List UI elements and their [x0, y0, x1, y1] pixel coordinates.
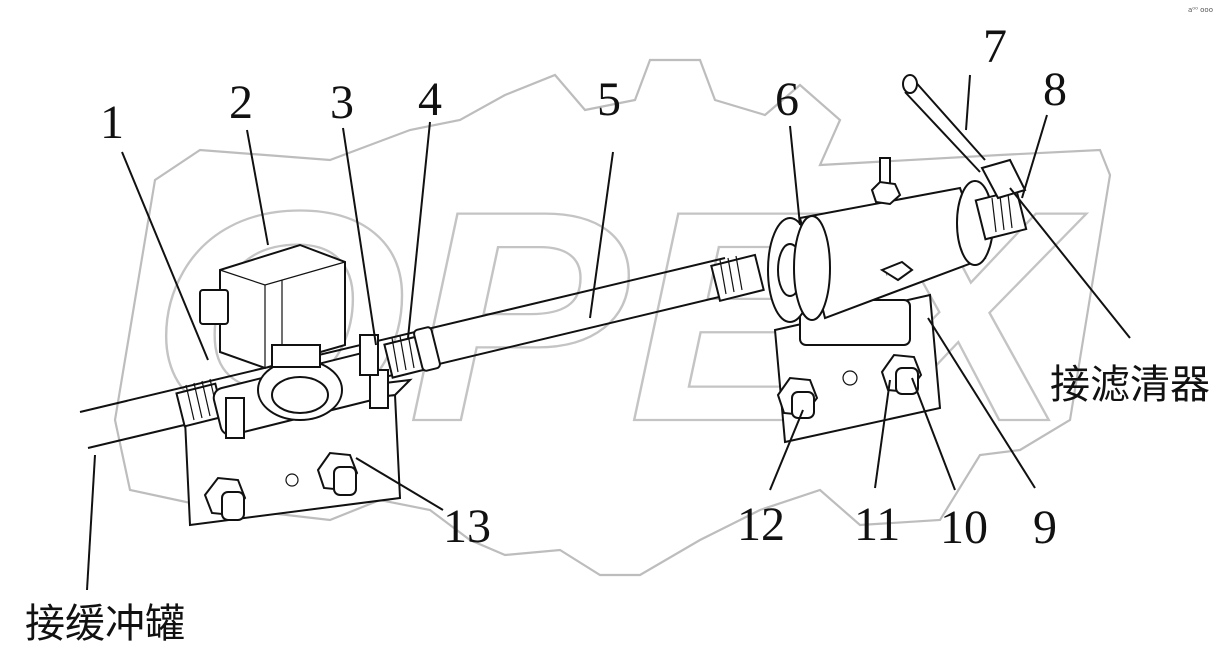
left-bracket-nut-b — [316, 451, 359, 496]
callouts: 1 2 3 4 5 6 7 8 9 10 11 12 13 — [100, 20, 1067, 554]
corner-mark: a⁰⁰ ooo — [1188, 6, 1213, 14]
callout-9: 9 — [1033, 501, 1057, 554]
callout-5: 5 — [597, 73, 621, 126]
callout-8: 8 — [1043, 63, 1067, 116]
annotation-to-filter: 接滤清器 — [1050, 362, 1210, 408]
callout-12: 12 — [737, 498, 785, 551]
annotation-to-buffer-tank: 接缓冲罐 — [25, 601, 185, 647]
callout-7: 7 — [983, 20, 1007, 73]
callout-1: 1 — [100, 96, 124, 149]
callout-2: 2 — [229, 76, 253, 129]
solenoid-valve-assembly — [175, 243, 441, 527]
left-bracket-nut-a — [203, 476, 247, 521]
watermark-gear-outline — [113, 58, 1112, 577]
callout-6: 6 — [775, 73, 799, 126]
callout-11: 11 — [854, 498, 900, 551]
right-bracket-nut-12 — [776, 376, 819, 419]
callout-10: 10 — [940, 501, 988, 554]
filter-assembly: FLOW — [710, 74, 1028, 444]
callout-13: 13 — [443, 500, 491, 553]
callout-3: 3 — [330, 76, 354, 129]
leader-lines — [86, 74, 1131, 591]
callout-4: 4 — [418, 73, 442, 126]
